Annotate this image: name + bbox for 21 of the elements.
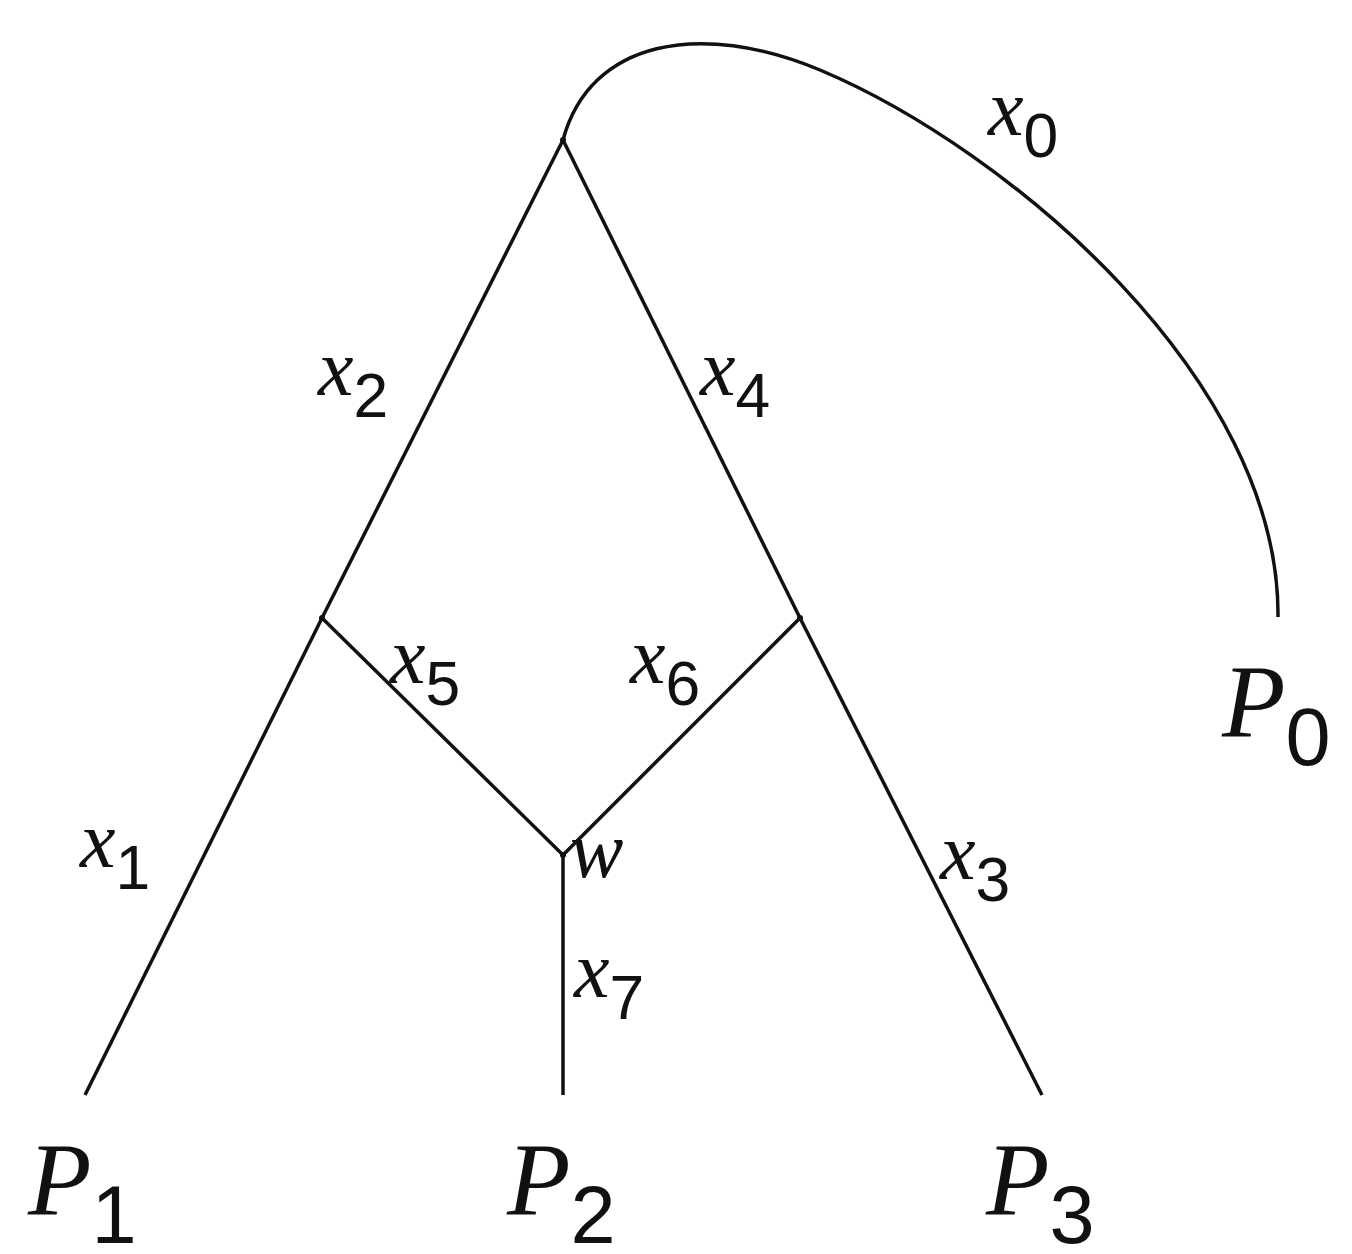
edge-label: x$_{6}$: [630, 616, 701, 716]
branch-line: [561, 616, 802, 857]
edge-label: x$_{0}$: [988, 68, 1059, 168]
branch-line: [320, 616, 565, 857]
edge-label: x$_{5}$: [390, 616, 461, 716]
node-label: P$_{0}$: [1222, 650, 1331, 779]
edge-label: x$_{1}$: [80, 800, 151, 900]
edge-label: x$_{2}$: [318, 328, 389, 428]
node-label: P$_{3}$: [986, 1128, 1095, 1254]
junction-point: [560, 137, 566, 143]
branch-line: [561, 855, 565, 1095]
node-label: P$_{1}$: [28, 1128, 137, 1254]
branch-line: [561, 42, 1280, 618]
edge-label: x$_{4}$: [700, 328, 771, 428]
edge-label: x$_{3}$: [940, 812, 1011, 912]
node-label: P$_{2}$: [507, 1128, 616, 1254]
vertex-label: w: [570, 810, 624, 890]
junction-point: [319, 615, 325, 621]
junction-point: [797, 615, 803, 621]
junction-point: [560, 852, 566, 858]
edge-label: x$_{7}$: [574, 930, 645, 1030]
